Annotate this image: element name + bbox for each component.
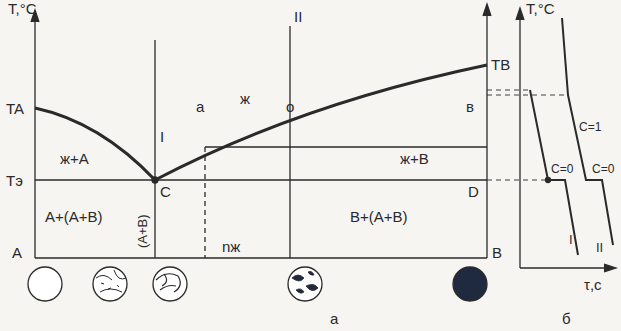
diagram-label: T,°C xyxy=(8,0,37,17)
diagram-label: C=0 xyxy=(551,162,573,176)
diagram-label: в xyxy=(466,98,474,115)
diagram-label: nж xyxy=(222,238,240,255)
diagram-label: ж+A xyxy=(60,150,89,167)
diagram-label: I xyxy=(569,232,573,247)
diagram-label: o xyxy=(286,98,294,115)
diagram-label: A+(A+B) xyxy=(45,208,103,225)
diagram-label: TB xyxy=(491,56,510,73)
diagram-label: II xyxy=(596,240,603,255)
diagram-label: I xyxy=(160,128,164,145)
diagram-label: б xyxy=(562,310,571,327)
diagram-label: TA xyxy=(6,100,24,117)
diagram-label: a xyxy=(196,98,204,115)
diagram-label: B xyxy=(492,244,502,261)
diagram-label: ж+B xyxy=(400,150,429,167)
diagram-label: II xyxy=(294,8,302,25)
diagram-label: D xyxy=(468,183,479,200)
diagram-label: T,°C xyxy=(526,0,555,17)
diagram-label: Tэ xyxy=(6,172,23,189)
diagram-label: A xyxy=(12,244,22,261)
diagram-label: C=0 xyxy=(592,162,614,176)
diagram-label: C=1 xyxy=(579,120,601,134)
diagram-label: τ,c xyxy=(584,276,602,293)
diagram-label: (A+B) xyxy=(134,214,151,248)
diagram-label: B+(A+B) xyxy=(350,208,408,225)
diagram-label: ж xyxy=(240,90,250,107)
diagram-label: C xyxy=(160,183,171,200)
diagram-label: a xyxy=(330,310,338,327)
